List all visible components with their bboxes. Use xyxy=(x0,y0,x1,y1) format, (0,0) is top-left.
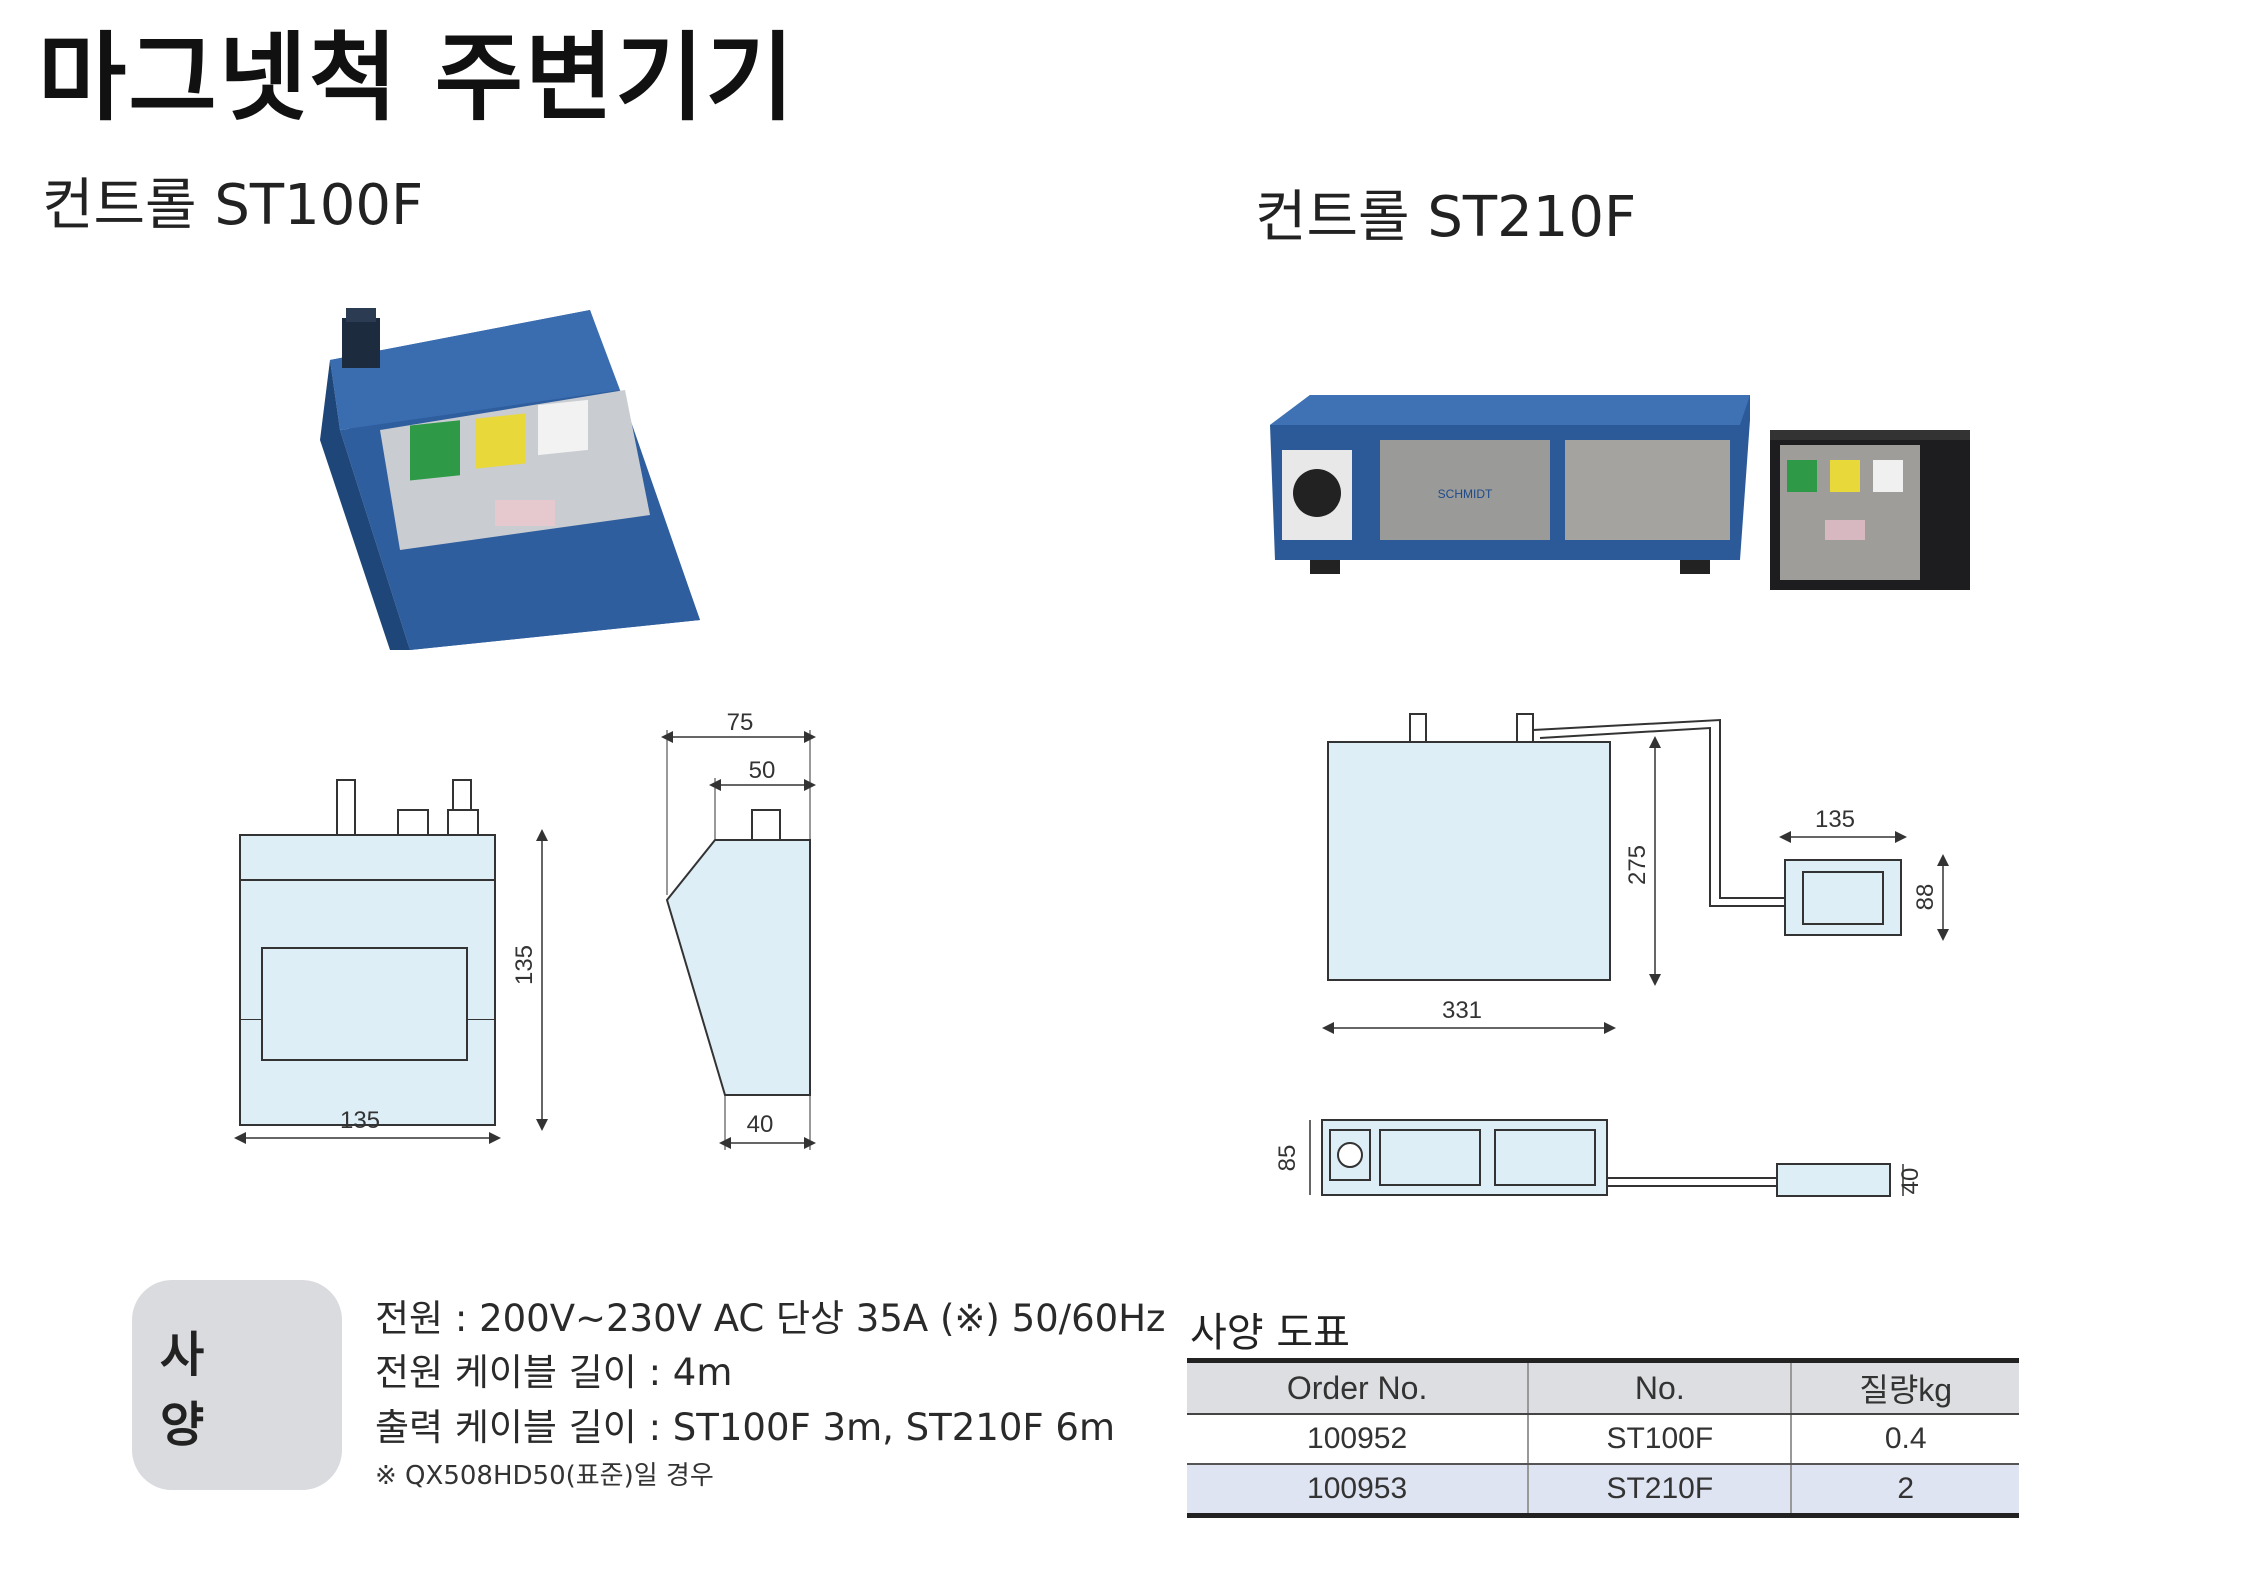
spec-table-caption: 사양 도표 xyxy=(1190,1310,1350,1356)
st210f-remote-front-view xyxy=(1776,1163,1891,1197)
spec-badge: 사 양 xyxy=(132,1280,342,1490)
white-button-icon xyxy=(538,399,588,456)
st210f-dim-remote-height: 88 xyxy=(1912,854,1949,941)
st210f-main-front-view xyxy=(1321,1119,1608,1196)
st210f-remote-top-view xyxy=(1784,859,1902,936)
st100f-dim-side-top: 75 xyxy=(661,709,816,895)
st210f-main-top-view xyxy=(1327,713,1611,981)
remote-white-button-icon xyxy=(1873,460,1903,492)
st100f-dim-height: 135 xyxy=(511,829,548,1131)
green-button-icon xyxy=(410,420,460,481)
st100f-dim-width: 135 xyxy=(234,1107,501,1144)
dim-side-top: 75 xyxy=(727,709,754,736)
dim-remote-height: 88 xyxy=(1912,884,1939,911)
st210f-drawing: 275 331 135 88 85 40 xyxy=(1274,713,1949,1197)
device-brand-label: SCHMIDT xyxy=(1438,487,1493,501)
st210f-dim-main-width: 331 xyxy=(1322,997,1616,1034)
st100f-connector xyxy=(342,308,380,368)
indicator-icon xyxy=(495,500,555,526)
dim-remote-depth: 40 xyxy=(1897,1168,1924,1195)
dim-remote-width: 135 xyxy=(1815,806,1855,833)
spec-note: ※ QX508HD50(표준)일 경우 xyxy=(375,1461,714,1491)
header-weight: 질량kg xyxy=(1790,1358,2019,1415)
st210f-front-cable xyxy=(1607,1177,1777,1187)
cell-order-no: 100952 xyxy=(1187,1414,1529,1465)
dim-front-width: 135 xyxy=(340,1107,380,1134)
dim-main-height: 275 xyxy=(1624,845,1651,885)
page-title: 마그넷척 주변기기 xyxy=(38,22,796,134)
dim-main-width: 331 xyxy=(1442,997,1482,1024)
spec-line-output-cable: 출력 케이블 길이 : ST100F 3m, ST210F 6m xyxy=(375,1406,1115,1449)
dim-side-bottom: 40 xyxy=(747,1111,774,1138)
header-no: No. xyxy=(1527,1358,1792,1415)
dim-side-mid: 50 xyxy=(749,757,776,784)
dim-bottom-height: 85 xyxy=(1274,1145,1301,1172)
spec-table: Order No. No. 질량kg 100952 ST100F 0.4 100… xyxy=(1187,1358,2019,1518)
cell-weight: 0.4 xyxy=(1790,1414,2019,1465)
spec-line-power-cable: 전원 케이블 길이 : 4m xyxy=(375,1351,733,1394)
cell-no: ST210F xyxy=(1527,1464,1792,1518)
st100f-side-view xyxy=(665,809,811,1096)
st100f-dim-side-mid: 50 xyxy=(709,757,816,840)
cell-weight: 2 xyxy=(1790,1464,2019,1518)
st210f-cable xyxy=(1532,718,1785,907)
st100f-control-panel xyxy=(380,390,650,550)
table-row: 100952 ST100F 0.4 xyxy=(1187,1414,2019,1465)
st100f-photo xyxy=(320,308,700,650)
remote-yellow-button-icon xyxy=(1830,460,1860,492)
spec-table-header-row: Order No. No. 질량kg xyxy=(1187,1358,2019,1415)
st210f-remote-unit xyxy=(1770,430,1970,590)
yellow-button-icon xyxy=(475,413,525,469)
dim-front-height: 135 xyxy=(511,945,538,985)
st210f-photo: SCHMIDT xyxy=(1270,395,1970,590)
cell-order-no: 100953 xyxy=(1187,1464,1529,1518)
st210f-dim-bottom-height: 85 xyxy=(1274,1120,1311,1195)
st210f-dim-remote-depth: 40 xyxy=(1897,1164,1924,1196)
product-title-st100f: 컨트롤 ST100F xyxy=(42,173,424,238)
header-order-no: Order No. xyxy=(1187,1358,1529,1415)
st210f-dim-main-height: 275 xyxy=(1624,736,1661,986)
spec-line-power: 전원 : 200V~230V AC 단상 35A (※) 50/60Hz xyxy=(375,1297,1166,1340)
table-row: 100953 ST210F 2 xyxy=(1187,1464,2019,1518)
st210f-dim-remote-width: 135 xyxy=(1779,806,1907,843)
st100f-dim-side-bottom: 40 xyxy=(719,1095,816,1150)
st100f-drawing: 135 135 75 50 40 xyxy=(234,709,816,1150)
cell-no: ST100F xyxy=(1527,1414,1792,1465)
remote-green-button-icon xyxy=(1787,460,1817,492)
product-title-st210f: 컨트롤 ST210F xyxy=(1255,185,1637,250)
st210f-main-unit: SCHMIDT xyxy=(1270,395,1750,574)
